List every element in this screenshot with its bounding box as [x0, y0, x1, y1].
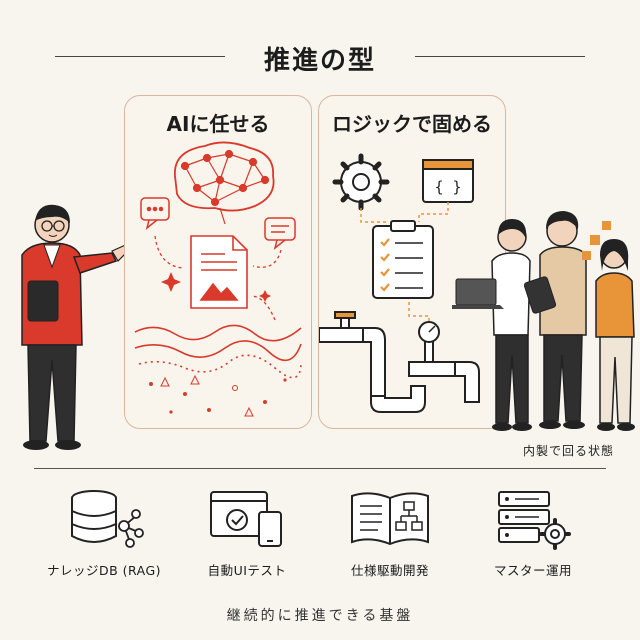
header: 推進の型	[0, 40, 640, 76]
document-icon	[190, 235, 248, 309]
data-waves	[134, 324, 302, 379]
checklist-clipboard-icon	[372, 220, 434, 299]
pillar-label: 自動UIテスト	[207, 563, 287, 578]
footer-caption: 継続的に推進できる基盤	[226, 608, 414, 624]
presenter-illustration	[21, 204, 131, 450]
ai-panel-title: AIに任せる	[166, 112, 270, 136]
database-network-icon	[71, 490, 144, 548]
sparkle-icon	[161, 272, 271, 302]
logic-panel-illustration: { }	[319, 153, 480, 413]
svg-text:{ }: { }	[434, 178, 461, 196]
pillar-spec-driven: 仕様駆動開発	[320, 488, 460, 579]
pillar-knowledge-db: ナレッジDB (RAG)	[34, 488, 174, 579]
title-rule-right	[415, 56, 585, 57]
ui-test-check-icon	[210, 491, 282, 547]
title-rule-left	[55, 56, 225, 57]
pillar-label: ナレッジDB (RAG)	[46, 563, 162, 578]
brain-network-icon	[174, 141, 275, 225]
section-divider	[34, 468, 606, 469]
logic-panel-title: ロジックで固める	[332, 112, 492, 136]
pipeline-icon	[319, 311, 480, 413]
server-gear-icon	[498, 491, 571, 550]
pillar-master-ops: マスター運用	[463, 488, 603, 579]
pillar-ui-test: 自動UIテスト	[177, 488, 317, 579]
chat-bubble-icon	[140, 197, 296, 250]
gear-icon	[332, 153, 390, 211]
pillar-label: 仕様駆動開発	[350, 563, 429, 578]
ai-panel: AIに任せる	[124, 95, 312, 429]
flow-arrows	[154, 235, 282, 321]
spec-book-flow-icon	[351, 492, 429, 546]
team-caption: 内製で回る状態	[522, 444, 614, 458]
logic-panel: ロジックで固める { }	[318, 95, 506, 429]
page-title: 推進の型	[263, 46, 376, 76]
team-illustration	[452, 211, 635, 431]
scatter-dots	[149, 374, 287, 417]
ai-panel-illustration	[134, 141, 302, 417]
code-window-icon: { }	[422, 159, 474, 203]
pillar-label: マスター運用	[493, 563, 572, 578]
